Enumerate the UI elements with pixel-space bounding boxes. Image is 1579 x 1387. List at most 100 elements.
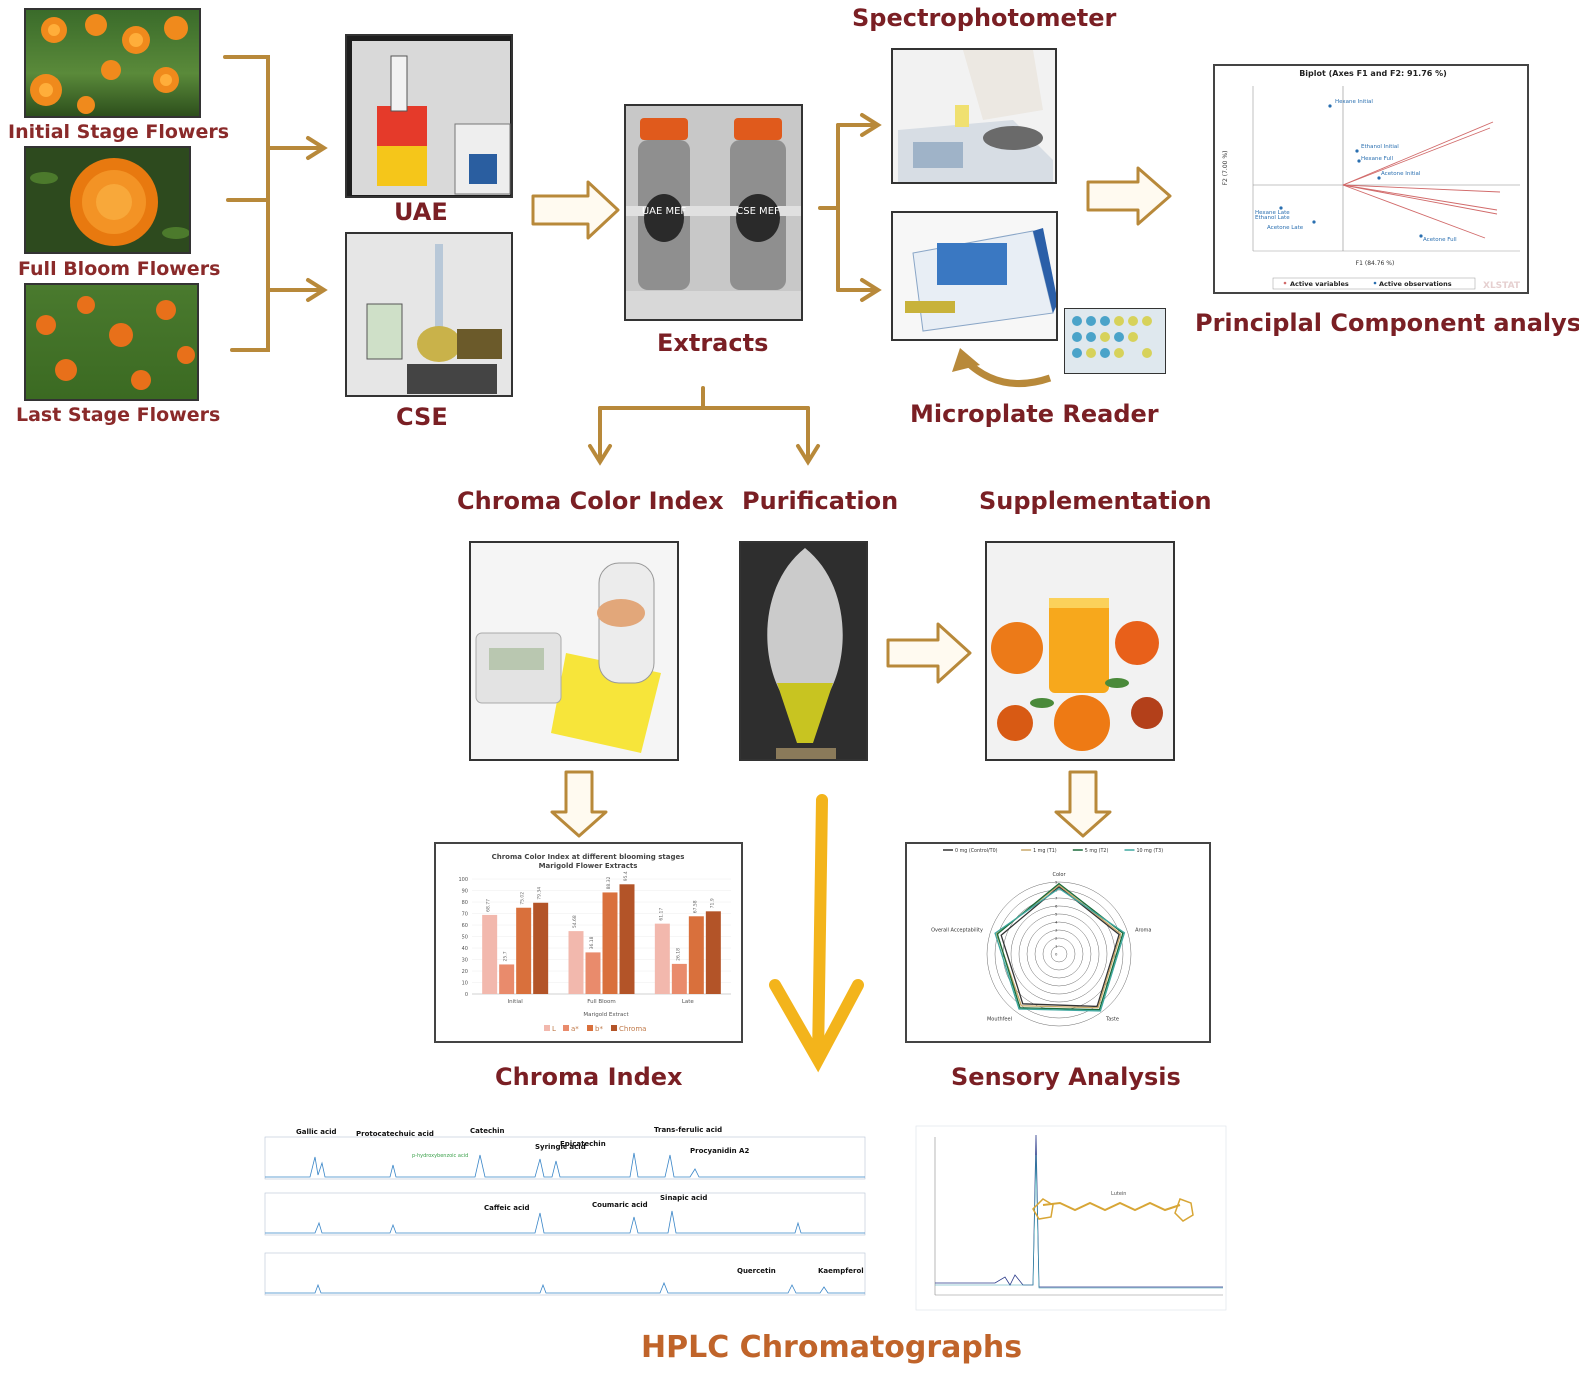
bar — [619, 884, 635, 994]
radar-tick-label: 7 — [1055, 896, 1058, 901]
hplc-phenolics-chromatograms: Gallic acid Protocatechuic acid Catechin… — [240, 1125, 868, 1305]
uae-photo — [345, 34, 513, 198]
spectrophotometer-label: Spectrophotometer — [852, 4, 1117, 32]
legend-label: 10 mg (T3) — [1137, 848, 1164, 854]
peak-label: Kaempferol — [818, 1267, 864, 1275]
bar-value-label: 26.18 — [675, 948, 681, 961]
radar-tick-label: 4 — [1055, 920, 1058, 925]
radar-tick-label: 1 — [1055, 944, 1058, 949]
peak-label: Procyanidin A2 — [690, 1147, 749, 1155]
pca-biplot: Biplot (Axes F1 and F2: 91.76 %) Hexane … — [1213, 64, 1529, 294]
juice-photo — [985, 541, 1175, 761]
legend-label: b* — [595, 1025, 603, 1033]
biplot-ylabel: F2 (7.00 %) — [1222, 151, 1229, 186]
bar-value-label: 95.4 — [623, 871, 629, 881]
extracts-photo: UAE MEF CSE MEF — [624, 104, 803, 321]
spectrophotometer-icon — [893, 50, 1055, 182]
bar-value-label: 71.9 — [709, 898, 715, 908]
last-stage-label: Last Stage Flowers — [16, 404, 221, 426]
x-tick-label: Late — [682, 999, 695, 1005]
jar-left-label: UAE MEF — [642, 206, 687, 217]
legend-label: L — [552, 1025, 556, 1033]
microplate-reader-photo — [891, 211, 1058, 341]
chroma-index-label: Chroma Index — [495, 1063, 683, 1091]
supplementation-label: Supplementation — [979, 487, 1212, 515]
bar-value-label: 88.32 — [606, 876, 612, 889]
hplc-label: HPLC Chromatographs — [641, 1330, 1023, 1365]
legend-label: 0 mg (Control/T0) — [955, 848, 998, 854]
y-tick-label: 20 — [462, 969, 468, 975]
hplc-phenolic-svg: Gallic acid Protocatechuic acid Catechin… — [264, 1126, 866, 1296]
biplot-title: Biplot (Axes F1 and F2: 91.76 %) — [1299, 69, 1447, 78]
legend-label: a* — [571, 1025, 579, 1033]
obs-label: Hexane Late — [1255, 210, 1290, 216]
x-tick-label: Full Bloom — [587, 999, 616, 1005]
microplate-reader-label: Microplate Reader — [910, 400, 1159, 428]
initial-stage-label: Initial Stage Flowers — [8, 121, 230, 143]
obs-label: Acetone Late — [1267, 225, 1304, 231]
marigold-field-icon — [36, 296, 195, 390]
y-tick-label: 40 — [462, 946, 468, 952]
bar — [688, 916, 704, 994]
y-tick-label: 100 — [458, 877, 468, 883]
jar-right-label: CSE MEF — [736, 206, 780, 217]
carotene-label: Lutein — [1111, 1191, 1126, 1197]
bar — [499, 964, 515, 994]
bar-value-label: 25.7 — [503, 951, 509, 961]
radar-axis-label: Color — [1052, 872, 1066, 878]
radar-ring — [1042, 937, 1076, 971]
full-bloom-label: Full Bloom Flowers — [18, 258, 221, 280]
peak-label: Protocatechuic acid — [356, 1130, 434, 1138]
y-tick-label: 50 — [462, 935, 468, 941]
purification-label: Purification — [742, 487, 899, 515]
bar — [602, 892, 618, 994]
radar-tick-label: 2 — [1055, 936, 1058, 941]
biplot-legend-observations: Active observations — [1379, 280, 1452, 288]
peak-label: Trans-ferulic acid — [654, 1126, 722, 1134]
radar-ring — [1018, 913, 1100, 995]
legend-label: 1 mg (T1) — [1033, 848, 1057, 854]
separatory-funnel-icon — [741, 543, 866, 759]
radar-ring — [1050, 945, 1068, 963]
peak-label: Sinapic acid — [660, 1194, 707, 1202]
extracts-label: Extracts — [657, 329, 769, 357]
microplate-photo — [1064, 308, 1166, 374]
obs-label: Acetone Full — [1423, 237, 1457, 243]
obs-label: Acetone Initial — [1381, 171, 1421, 177]
hplc-carotenoid-chromatogram: Lutein — [915, 1125, 1227, 1311]
radar-ring — [994, 889, 1124, 1019]
well-plate-icon — [1072, 316, 1152, 358]
legend-swatch — [544, 1025, 550, 1031]
bar-value-label: 68.77 — [486, 899, 492, 912]
radar-ring — [1010, 905, 1108, 1003]
legend-swatch — [563, 1025, 569, 1031]
y-tick-label: 60 — [462, 923, 468, 929]
peak-label: Syringic acid — [535, 1143, 586, 1151]
obs-label: Ethanol Late — [1255, 215, 1290, 221]
separating-funnel-photo — [739, 541, 868, 761]
radar-ring — [986, 881, 1132, 1027]
bar — [568, 931, 584, 994]
peak-label: Gallic acid — [296, 1128, 337, 1136]
peak-label: p-hydroxybenzoic acid — [412, 1153, 468, 1159]
bar-value-label: 61.17 — [658, 908, 664, 921]
bar — [516, 907, 532, 994]
microplate-reader-icon — [893, 213, 1056, 339]
initial-flowers-photo — [24, 8, 201, 118]
obs-label: Hexane Full — [1361, 156, 1394, 162]
biplot-legend-variables: Active variables — [1290, 280, 1349, 288]
y-tick-label: 10 — [462, 981, 468, 987]
peak-label: Coumaric acid — [592, 1201, 648, 1209]
radar-axis-label: Mouthfeel — [987, 1017, 1012, 1023]
marigold-juice-icon — [987, 543, 1173, 759]
obs-label: Ethanol Initial — [1361, 144, 1399, 150]
chroma-bar-svg: Chroma Color Index at different blooming… — [458, 853, 731, 1033]
bar-value-label: 54.68 — [572, 915, 578, 928]
bar-value-label: 67.58 — [692, 900, 698, 913]
radar-tick-label: 3 — [1055, 928, 1058, 933]
peak-label: Epicatechin — [560, 1140, 606, 1148]
bar — [654, 923, 670, 994]
y-tick-label: 30 — [462, 958, 468, 964]
